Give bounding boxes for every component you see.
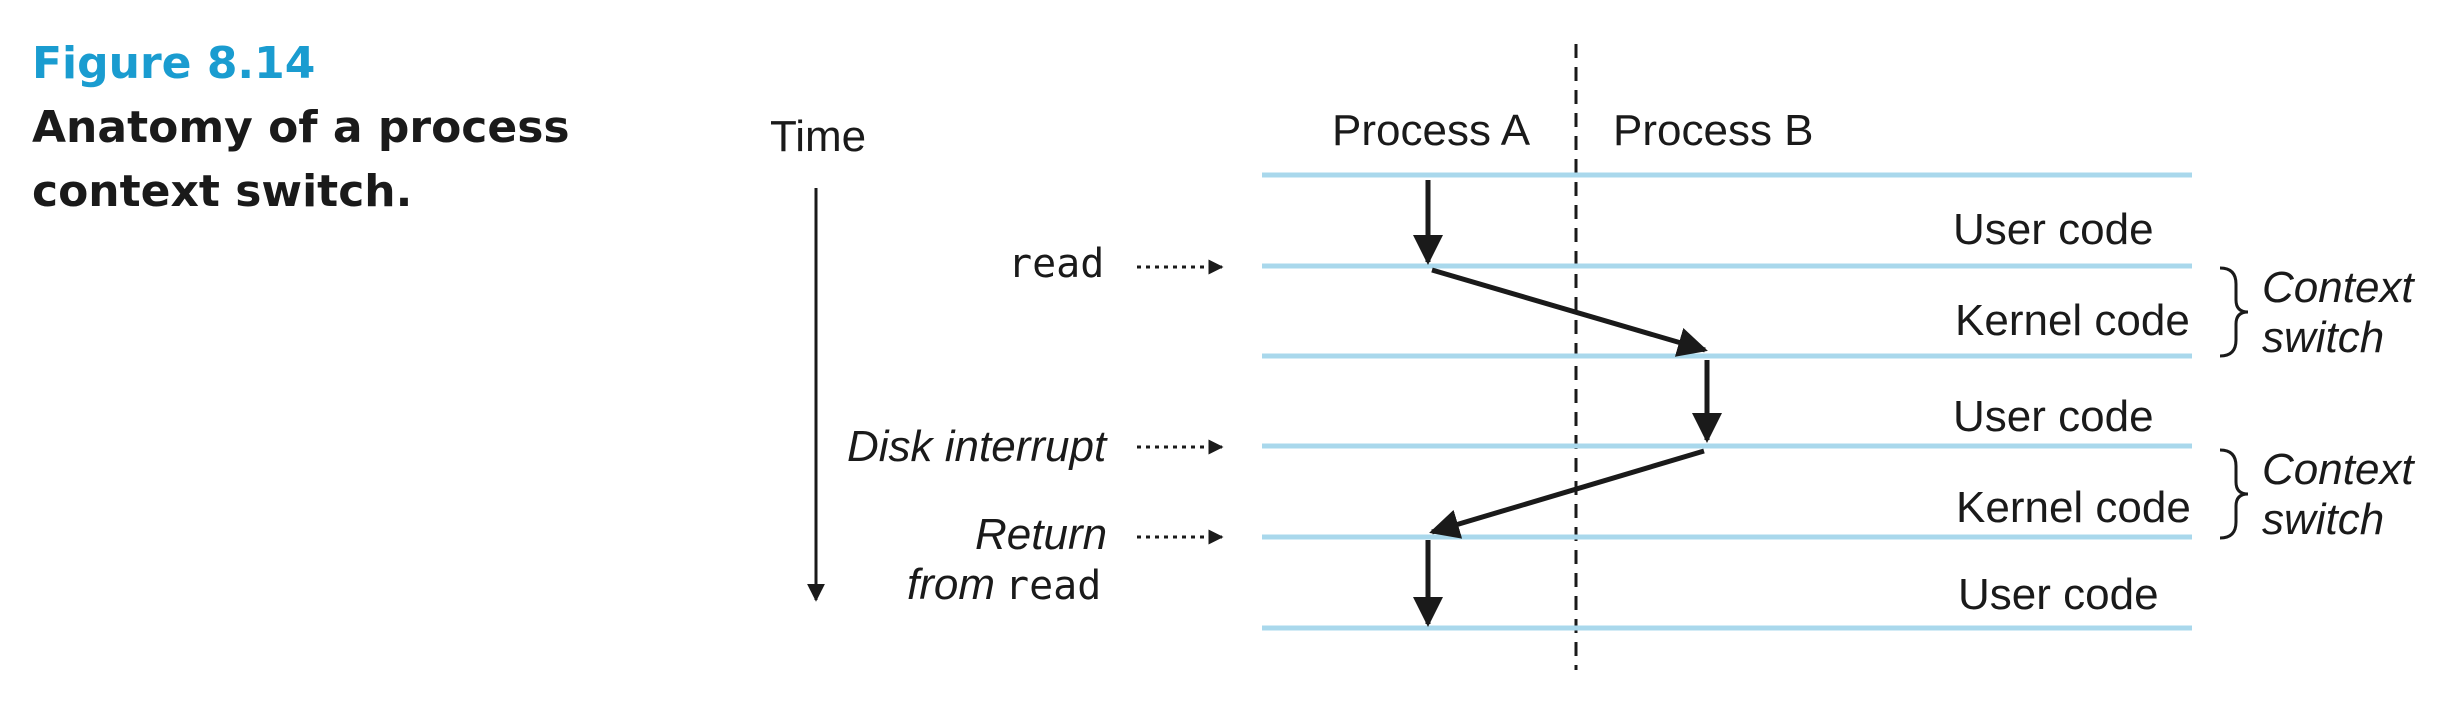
event-return-from: from [907, 560, 995, 609]
context-switch-2-line-2: switch [2262, 495, 2384, 544]
segment-user-code-3: User code [1958, 570, 2159, 619]
time-label: Time [770, 112, 866, 161]
segment-user-code-2: User code [1953, 392, 2154, 441]
execution-flow [1413, 180, 1722, 627]
flow-switch-b-to-a [1429, 448, 1705, 539]
context-switch-brace-1 [2219, 266, 2249, 358]
context-switch-brace-2 [2219, 448, 2249, 540]
event-return-line-1: Return [975, 510, 1107, 559]
timeline-rules [1262, 172, 2192, 631]
process-a-header: Process A [1332, 106, 1531, 155]
event-read: read [1008, 241, 1104, 287]
segment-user-code-1: User code [1953, 205, 2154, 254]
event-disk-interrupt: Disk interrupt [847, 422, 1108, 471]
segment-kernel-code-2: Kernel code [1956, 483, 2191, 532]
context-switch-2-line-1: Context [2262, 445, 2415, 494]
context-switch-1-line-2: switch [2262, 313, 2384, 362]
context-switch-1-line-1: Context [2262, 263, 2415, 312]
figure-number: Figure 8.14 [32, 38, 315, 89]
figure-title-line-2: context switch. [32, 166, 412, 217]
figure-title-line-1: Anatomy of a process [32, 102, 570, 153]
event-return-read: read [1005, 563, 1101, 609]
process-b-header: Process B [1613, 106, 1814, 155]
segment-kernel-code-1: Kernel code [1955, 296, 2190, 345]
flow-switch-a-to-b [1431, 267, 1708, 357]
